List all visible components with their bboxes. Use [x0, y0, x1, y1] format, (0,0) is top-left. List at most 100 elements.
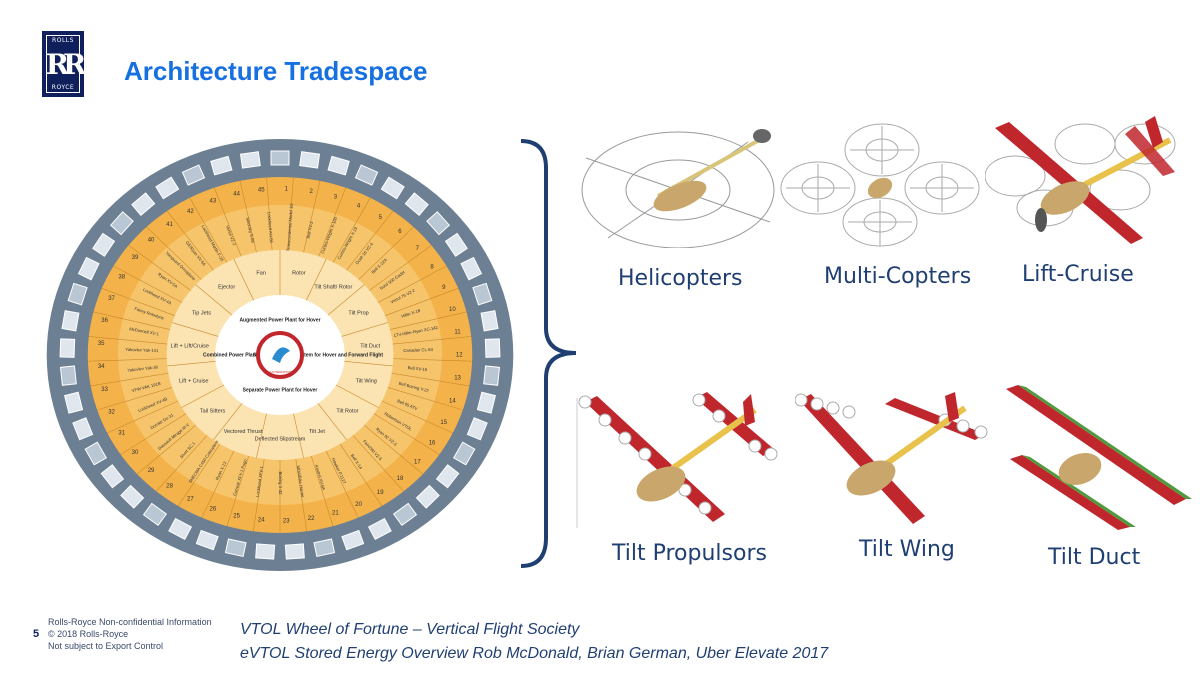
label-tilt-wing: Tilt Wing	[859, 537, 955, 562]
wheel-aircraft-name: Sikorsky S-69	[245, 217, 256, 244]
logo-mark: RR	[45, 48, 87, 81]
wheel-photo-tile	[453, 441, 476, 466]
wheel-divider	[332, 197, 371, 263]
wheel-architecture-label: Tilt Duct	[360, 344, 380, 350]
wheel-photo-tile	[484, 338, 501, 358]
wheel-number: 37	[108, 296, 115, 302]
wheel-architecture-label: Ejector	[218, 284, 235, 290]
wheel-divider	[287, 177, 294, 251]
wheel-divider	[252, 458, 265, 532]
wheel-number: 16	[429, 441, 436, 447]
wheel-divider	[346, 210, 394, 271]
wheel-number: 8	[430, 265, 434, 271]
wheel-number: 5	[379, 215, 383, 221]
wheel-divider	[369, 245, 432, 291]
wheel-photo-tile	[168, 517, 193, 541]
wheel-aircraft-name: Bell XV-3	[305, 220, 314, 239]
logo-top-text: ROLLS	[52, 37, 74, 44]
wheel-photo-tile	[415, 484, 440, 509]
wheel-architecture-label: Tilt Rotor	[336, 409, 358, 415]
footer-info: Rolls-Royce Non-confidential Information…	[48, 616, 212, 652]
wheel-number: 33	[101, 387, 108, 393]
wheel-middle-divider	[172, 322, 219, 337]
wheel-divider	[146, 226, 202, 280]
wheel-photo-tile	[224, 538, 247, 558]
wheel-number: 39	[132, 255, 139, 261]
rolls-royce-logo: ROLLS RR ROYCE	[42, 31, 87, 97]
wheel-photo-tile	[120, 484, 145, 509]
wheel-middle-divider	[167, 360, 216, 367]
wheel-number: 25	[233, 514, 240, 520]
wheel-aircraft-name: Boeing X-32	[278, 471, 283, 495]
wheel-divider	[385, 288, 459, 316]
label-helicopters: Helicopters	[618, 266, 743, 291]
wheel-photo-tile	[299, 151, 321, 169]
wheel-architecture-label: Tail Sitters	[200, 409, 226, 415]
wheel-aircraft-name: Yakovlev Yak-141	[125, 347, 159, 353]
wheel-photo-tile	[341, 529, 365, 551]
wheel-photo-tile	[92, 232, 116, 257]
wheel-photo-tile	[270, 150, 290, 166]
wheel-number: 11	[454, 329, 461, 335]
page-number: 5	[33, 628, 40, 640]
wheel-inner-sector: Augmented Power Plant for Hover	[239, 317, 320, 323]
wheel-divider	[201, 450, 235, 518]
wheel-number: 10	[449, 307, 456, 313]
wheel-divider	[239, 180, 257, 253]
wheel-photo-tile	[255, 543, 276, 560]
wheel-photo-tile	[313, 538, 336, 558]
tilt-duct-illustration	[1006, 385, 1192, 530]
wheel-number: 26	[209, 506, 216, 512]
wheel-divider	[107, 400, 179, 434]
citation-evtol: eVTOL Stored Energy Overview Rob McDonal…	[240, 645, 829, 662]
wheel-number: 23	[283, 518, 290, 524]
wheel-divider	[90, 372, 169, 387]
wheel-number: 6	[398, 229, 402, 235]
wheel-number: 12	[456, 353, 463, 359]
wheel-number: 7	[416, 246, 420, 252]
wheel-photo-tile	[380, 176, 405, 200]
wheel-aircraft-name: Canadair CL-84	[403, 347, 433, 353]
wheel-divider	[387, 387, 463, 411]
wheel-architecture-label: Fan	[256, 270, 265, 276]
wheel-divider	[87, 358, 167, 362]
wheel-photo-tile	[483, 365, 501, 386]
ahs-logo-text: A H S INTERNATIONAL	[264, 370, 297, 374]
bracket-icon	[520, 139, 577, 568]
wheel-number: 4	[357, 203, 361, 209]
wheel-divider	[393, 358, 473, 362]
wheel-number: 41	[166, 222, 173, 228]
wheel-middle-divider	[317, 403, 347, 441]
wheel-number: 36	[101, 318, 108, 324]
wheel-architecture-label: Tilt Prop	[348, 310, 368, 316]
wheel-photo-tile	[63, 391, 84, 414]
wheel-photo-tile	[72, 417, 94, 441]
wheel-middle-divider	[327, 284, 365, 316]
wheel-photo-tile	[84, 441, 107, 466]
wheel-photo-tile	[354, 164, 379, 186]
wheel-photo-tile	[404, 192, 429, 216]
wheel-photo-tile	[59, 365, 77, 386]
wheel-number: 29	[148, 468, 155, 474]
wheel-middle-divider	[181, 384, 225, 408]
label-tilt-duct: Tilt Duct	[1048, 545, 1141, 570]
wheel-number: 1	[285, 187, 289, 193]
wheel-number: 45	[258, 187, 265, 193]
footer-info-line: Rolls-Royce Non-confidential Information	[48, 617, 212, 627]
wheel-divider	[156, 435, 208, 492]
wheel-divider	[318, 187, 347, 257]
tilt-propulsors-illustration	[576, 392, 778, 528]
wheel-divider	[101, 288, 175, 316]
wheel-aircraft-name: McDonnell XV-1	[129, 326, 160, 336]
wheel-divider	[381, 400, 453, 434]
wheel-photo-tile	[327, 155, 350, 176]
wheel-number: 28	[166, 483, 173, 489]
footer-info-line: © 2018 Rolls-Royce	[48, 629, 129, 639]
wheel-divider	[128, 245, 191, 291]
wheel-middle-divider	[293, 413, 304, 458]
wheel-divider	[325, 450, 359, 518]
wheel-aircraft-name: Transcendental Model 1G	[285, 203, 293, 251]
wheel-photo-tile	[131, 192, 156, 216]
wheel-divider	[303, 180, 321, 253]
wheel-photo-tile	[435, 464, 460, 489]
